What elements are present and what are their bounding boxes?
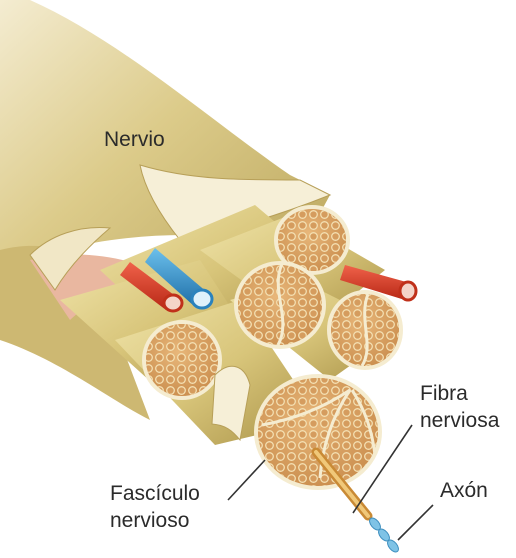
axon [367, 516, 400, 554]
label-axon: Axón [440, 477, 488, 504]
label-fascicle: Fascículo nervioso [110, 480, 200, 534]
leader-fascicle [228, 460, 265, 500]
leader-axon [398, 505, 433, 540]
label-nerve-fiber: Fibra nerviosa [420, 380, 499, 434]
label-nerve: Nervio [104, 126, 165, 153]
